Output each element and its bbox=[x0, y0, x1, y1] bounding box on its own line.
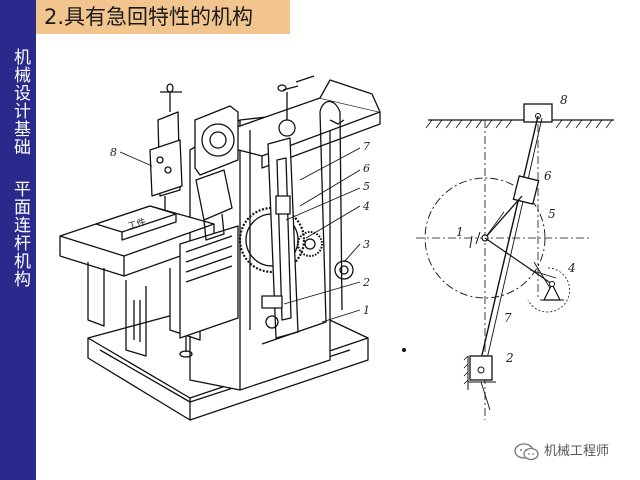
machine-label-6: 6 bbox=[363, 162, 370, 175]
page-title: 2.具有急回特性的机构 bbox=[36, 0, 290, 34]
kinematic-label-2: 2 bbox=[505, 351, 514, 365]
watermark-text: 机械工程师 bbox=[544, 444, 610, 459]
machine-label-5: 5 bbox=[363, 180, 370, 193]
machine-label-3: 3 bbox=[363, 238, 370, 251]
kinematic-label-8: 8 bbox=[560, 93, 568, 107]
shaper-machine-drawing bbox=[59, 75, 381, 421]
kinematic-label-6: 6 bbox=[544, 169, 552, 183]
kinematic-label-4: 4 bbox=[567, 261, 576, 275]
wechat-icon bbox=[514, 443, 539, 461]
machine-label-2: 2 bbox=[362, 276, 370, 289]
sidebar: 机械设计基础 平面连杆机构 bbox=[0, 0, 36, 480]
sidebar-course-title: 机械设计基础 bbox=[10, 48, 30, 156]
kinematic-schematic bbox=[402, 103, 614, 420]
machine-label-1: 1 bbox=[363, 304, 370, 317]
kinematic-label-5: 5 bbox=[548, 207, 556, 221]
kinematic-label-7: 7 bbox=[504, 311, 512, 325]
kinematic-label-1: 1 bbox=[456, 225, 464, 239]
machine-label-7: 7 bbox=[363, 140, 370, 153]
machine-label-4: 4 bbox=[362, 200, 370, 213]
sidebar-chapter-title: 平面连杆机构 bbox=[10, 180, 30, 288]
machine-label-8: 8 bbox=[110, 146, 117, 159]
